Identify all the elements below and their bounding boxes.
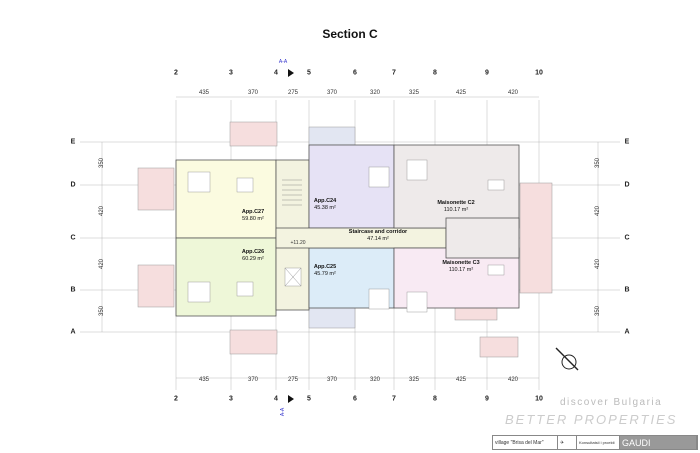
column-label: 9 (485, 69, 489, 77)
row-label: A (70, 328, 76, 336)
dimension: 435 (198, 90, 210, 96)
maisonette-stair (445, 217, 520, 259)
row-label: C (70, 234, 76, 242)
dimension: 420 (595, 258, 601, 270)
dimension: 350 (595, 157, 601, 169)
row-label: A (624, 328, 630, 336)
section-marker-bottom: A-A (280, 407, 286, 417)
column-label: 3 (229, 395, 233, 403)
column-label: 2 (174, 395, 178, 403)
column-label: 6 (353, 395, 357, 403)
page-title: Section C (322, 27, 378, 41)
section-markers (288, 69, 294, 403)
column-label: 5 (307, 69, 311, 77)
column-label: 7 (392, 69, 396, 77)
watermark-text: discover Bulgaria (560, 397, 663, 408)
column-label: 9 (485, 395, 489, 403)
dimension: 370 (326, 90, 338, 96)
dimension: 350 (99, 305, 105, 317)
dimension: 420 (99, 205, 105, 217)
column-label: 8 (433, 69, 437, 77)
row-label: B (70, 286, 76, 294)
dimension: 420 (595, 205, 601, 217)
dimension: 320 (369, 377, 381, 383)
level-mark: +11.20 (290, 240, 306, 246)
dimension: 370 (326, 377, 338, 383)
dimension: 370 (247, 90, 259, 96)
row-label: D (624, 181, 630, 189)
watermark-text: BETTER PROPERTIES (505, 412, 678, 427)
north-arrow-icon (555, 347, 579, 371)
room-c27 (175, 159, 277, 239)
dimension: 420 (99, 258, 105, 270)
row-label: E (624, 138, 630, 146)
room-c26 (175, 237, 277, 317)
dimension: 350 (595, 305, 601, 317)
column-label: 6 (353, 69, 357, 77)
dimension: 275 (287, 90, 299, 96)
column-label: 8 (433, 395, 437, 403)
row-label: B (624, 286, 630, 294)
column-label: 10 (535, 395, 543, 403)
dimension: 425 (455, 90, 467, 96)
company-note: Konsultatsii i proekti (577, 436, 620, 449)
dimension: 425 (455, 377, 467, 383)
dimension: 370 (247, 377, 259, 383)
location-label: village "Brisa del Mar" (493, 436, 558, 449)
dimension: 420 (507, 90, 519, 96)
column-label: 10 (535, 69, 543, 77)
dimension: 350 (99, 157, 105, 169)
dimension: 435 (198, 377, 210, 383)
dimension: 325 (408, 377, 420, 383)
rooms (175, 144, 520, 317)
row-label: D (70, 181, 76, 189)
stairs (282, 179, 302, 287)
dimension: 275 (287, 377, 299, 383)
dimension: 325 (408, 90, 420, 96)
column-label: 5 (307, 395, 311, 403)
column-label: 7 (392, 395, 396, 403)
logo-icon: ✈ (558, 436, 577, 449)
dimension: 420 (507, 377, 519, 383)
furniture (187, 159, 505, 313)
row-label: E (70, 138, 76, 146)
section-marker-top: A-A (278, 59, 288, 65)
column-label: 4 (274, 69, 278, 77)
column-label: 4 (274, 395, 278, 403)
title-block: village "Brisa del Mar" ✈ Konsultatsii i… (492, 435, 698, 450)
row-label: C (624, 234, 630, 242)
column-label: 3 (229, 69, 233, 77)
dimension: 320 (369, 90, 381, 96)
brand-label: GAUDI (620, 436, 697, 449)
column-label: 2 (174, 69, 178, 77)
